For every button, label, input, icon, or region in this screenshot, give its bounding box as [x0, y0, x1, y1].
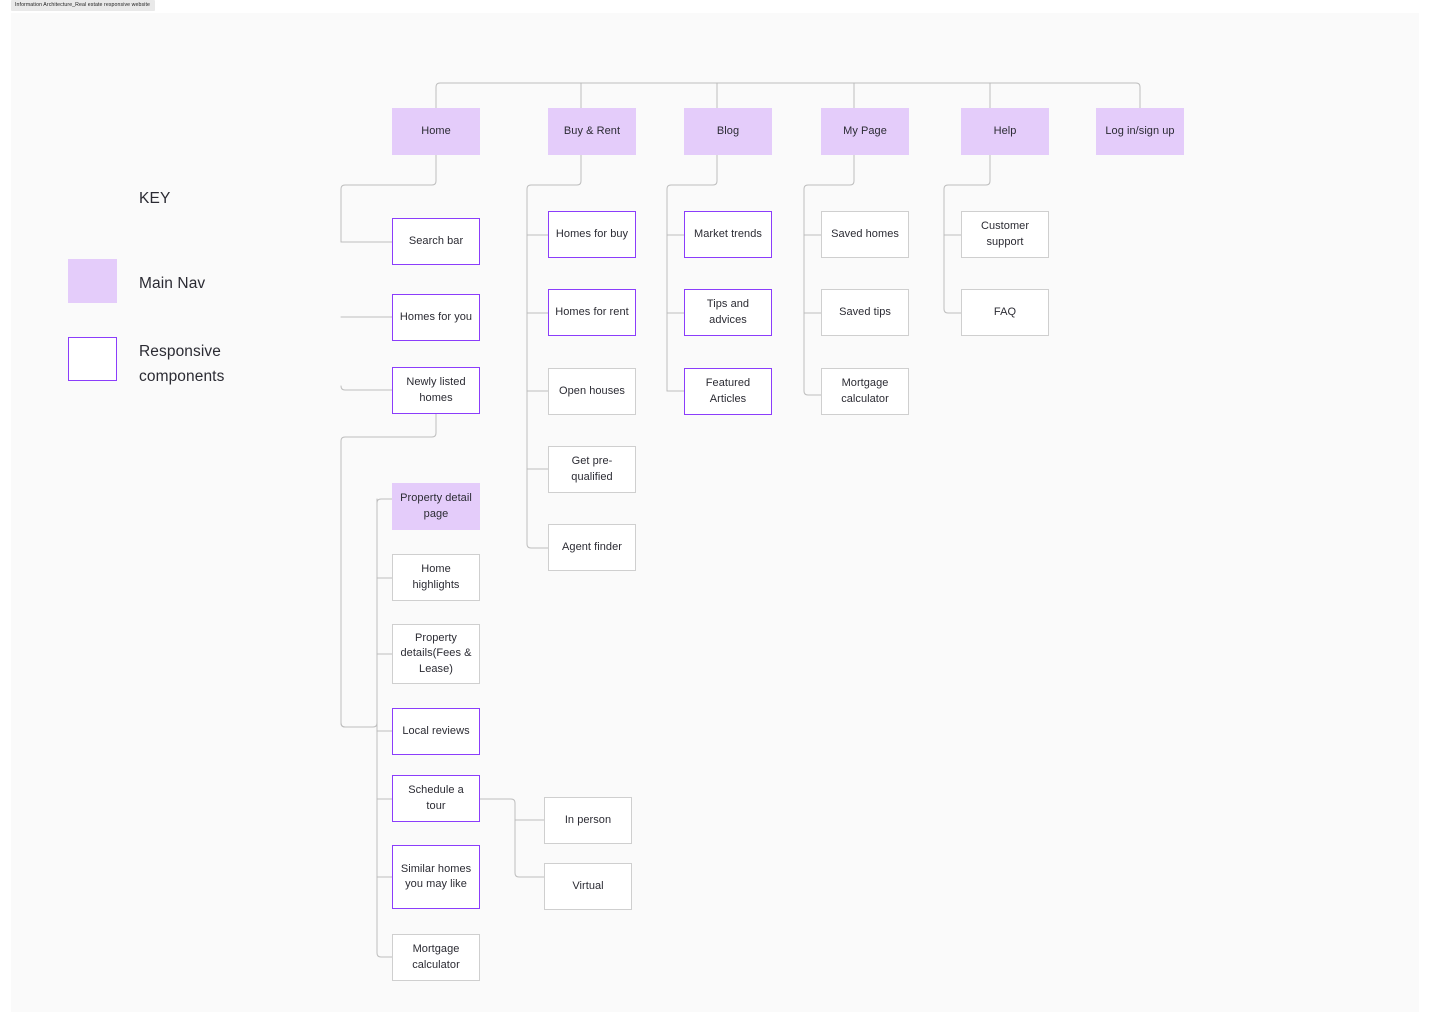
node-mortgage-calculator-my-page[interactable]: Mortgage calculator [821, 368, 909, 415]
node-faq[interactable]: FAQ [961, 289, 1049, 336]
node-customer-support[interactable]: Customer support [961, 211, 1049, 258]
key-swatch-main-nav [68, 259, 117, 303]
connector-layer [340, 82, 1141, 958]
node-buy-and-rent[interactable]: Buy & Rent [548, 108, 636, 155]
node-help[interactable]: Help [961, 108, 1049, 155]
node-agent-finder[interactable]: Agent finder [548, 524, 636, 571]
node-saved-tips[interactable]: Saved tips [821, 289, 909, 336]
key-label-responsive-components: Responsive components [139, 343, 225, 385]
node-home-highlights[interactable]: Home highlights [392, 554, 480, 601]
node-blog[interactable]: Blog [684, 108, 772, 155]
node-market-trends[interactable]: Market trends [684, 211, 772, 258]
node-open-houses[interactable]: Open houses [548, 368, 636, 415]
node-virtual[interactable]: Virtual [544, 863, 632, 910]
node-property-details-fees-and-lease[interactable]: Property details(Fees & Lease) [392, 624, 480, 684]
key-title: KEY [139, 190, 171, 207]
node-newly-listed-homes[interactable]: Newly listed homes [392, 367, 480, 414]
node-log-in-sign-up[interactable]: Log in/sign up [1096, 108, 1184, 155]
node-in-person[interactable]: In person [544, 797, 632, 844]
sitemap-canvas: KEY Main Nav Responsive components Home … [11, 13, 1419, 1012]
node-featured-articles[interactable]: Featured Articles [684, 368, 772, 415]
node-similar-homes-you-may-like[interactable]: Similar homes you may like [392, 845, 480, 909]
node-local-reviews[interactable]: Local reviews [392, 708, 480, 755]
node-tips-and-advices[interactable]: Tips and advices [684, 289, 772, 336]
node-get-pre-qualified[interactable]: Get pre-qualified [548, 446, 636, 493]
node-mortgage-calculator-detail[interactable]: Mortgage calculator [392, 934, 480, 981]
node-search-bar[interactable]: Search bar [392, 218, 480, 265]
node-saved-homes[interactable]: Saved homes [821, 211, 909, 258]
node-my-page[interactable]: My Page [821, 108, 909, 155]
node-property-detail-page[interactable]: Property detail page [392, 483, 480, 530]
frame-label: Information Architecture_Real estate res… [11, 0, 155, 11]
node-home[interactable]: Home [392, 108, 480, 155]
node-schedule-a-tour[interactable]: Schedule a tour [392, 775, 480, 822]
key-swatch-responsive-components [68, 337, 117, 381]
node-homes-for-you[interactable]: Homes for you [392, 294, 480, 341]
node-homes-for-rent[interactable]: Homes for rent [548, 289, 636, 336]
node-homes-for-buy[interactable]: Homes for buy [548, 211, 636, 258]
key-label-main-nav: Main Nav [139, 275, 206, 292]
